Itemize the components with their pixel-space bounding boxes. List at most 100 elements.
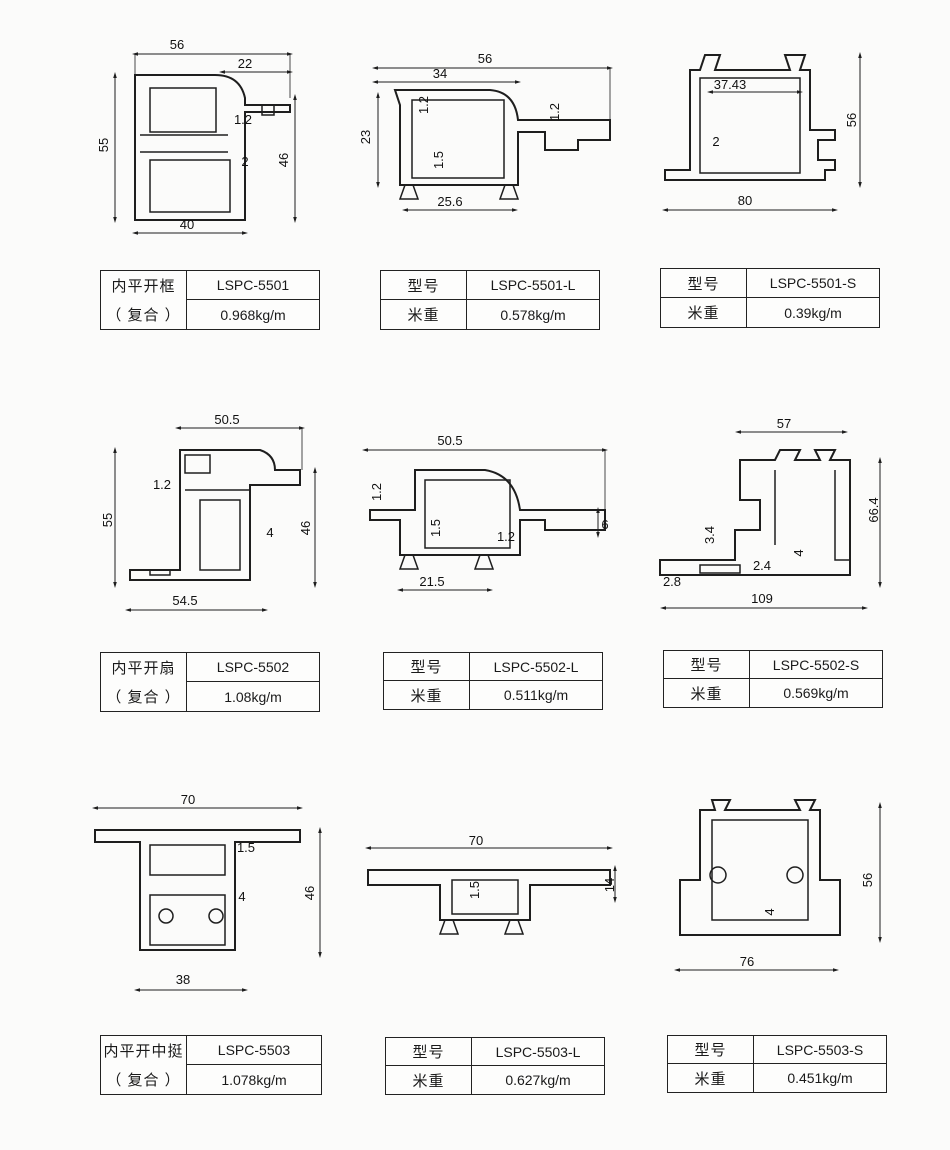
dimension-label: 2.8 <box>663 574 681 589</box>
spec-label-bottom: 米重 <box>668 1064 754 1092</box>
weight-per-meter: 0.627kg/m <box>505 1072 571 1088</box>
dimension-label: 23 <box>358 130 373 144</box>
profile-lspc-5502-s <box>659 430 882 610</box>
dimension-label: 1.2 <box>369 483 384 501</box>
spec-label-top: 型号 <box>381 271 467 300</box>
dimension-label: 70 <box>181 792 195 807</box>
dimension-label: 2 <box>712 134 719 149</box>
dimension-label: 56 <box>170 37 184 52</box>
spec-label-bottom: 米重 <box>661 298 747 327</box>
profile-lspc-5502-l <box>362 448 608 592</box>
profile-lspc-5503-s <box>674 799 882 972</box>
dimension-label: 109 <box>751 591 773 606</box>
dimension-label: 55 <box>100 513 115 527</box>
dimension-label: 56 <box>860 873 875 887</box>
dimension-label: 4 <box>762 908 777 915</box>
dimension-label: 2.4 <box>753 558 771 573</box>
dimension-label: 6 <box>601 517 608 532</box>
dimension-label: 1.5 <box>237 840 255 855</box>
dimension-label: 56 <box>478 51 492 66</box>
dimension-label: 80 <box>738 193 752 208</box>
weight-per-meter: 1.078kg/m <box>221 1071 287 1088</box>
spec-label-top: 内平开框 <box>101 271 187 300</box>
dimension-label: 57 <box>777 416 791 431</box>
dimension-label: 46 <box>298 521 313 535</box>
spec-label-bottom: 米重 <box>381 300 467 329</box>
model-number: LSPC-5501 <box>187 271 319 300</box>
model-number: LSPC-5503-S <box>754 1036 886 1064</box>
weight-per-meter: 0.39kg/m <box>784 304 842 321</box>
spec-label-top: 型号 <box>668 1036 754 1064</box>
dimension-label: 1.2 <box>497 529 515 544</box>
dimension-label: 21.5 <box>419 574 444 589</box>
dimension-label: 76 <box>740 954 754 969</box>
weight-per-meter: 0.569kg/m <box>783 685 849 701</box>
spec-label-bottom: （ 复合 ） <box>101 300 187 329</box>
model-number: LSPC-5501-L <box>467 271 599 300</box>
weight-per-meter: 0.451kg/m <box>787 1070 853 1086</box>
dimension-label: 1.2 <box>153 477 171 492</box>
model-number: LSPC-5502-L <box>470 653 602 681</box>
dimension-label: 37.43 <box>714 77 747 92</box>
model-number: LSPC-5501-S <box>747 269 879 298</box>
weight-per-meter: 0.968kg/m <box>220 306 286 323</box>
weight-per-meter: 1.08kg/m <box>224 688 282 705</box>
dimension-label: 14 <box>602 878 617 892</box>
dimension-label: 22 <box>238 56 252 71</box>
dimension-label: 4 <box>791 549 806 556</box>
spec-label-top: 型号 <box>386 1038 472 1066</box>
profile-lspc-5503-l <box>365 846 617 935</box>
dimension-label: 3.4 <box>702 526 717 544</box>
dimension-label: 50.5 <box>437 433 462 448</box>
model-number: LSPC-5503-L <box>472 1038 604 1066</box>
profile-lspc-5501-l <box>372 66 613 212</box>
spec-label-top: 内平开中挺 <box>101 1036 187 1065</box>
spec-label-bottom: （ 复合 ） <box>101 1065 187 1094</box>
profile-lspc-5502 <box>113 426 317 612</box>
dimension-label: 70 <box>469 833 483 848</box>
profile-lspc-5501-s <box>662 52 862 212</box>
dimension-label: 56 <box>844 113 859 127</box>
spec-label-bottom: （ 复合 ） <box>101 682 187 711</box>
dimension-label: 25.6 <box>437 194 462 209</box>
weight-per-meter: 0.511kg/m <box>503 687 569 703</box>
profile-lspc-5503 <box>92 806 322 992</box>
dimension-label: 1.2 <box>234 112 252 127</box>
dimension-label: 38 <box>176 972 190 987</box>
spec-label-top: 型号 <box>664 651 750 679</box>
spec-label-top: 型号 <box>661 269 747 298</box>
spec-label-top: 型号 <box>384 653 470 681</box>
dimension-label: 4 <box>238 889 245 904</box>
weight-per-meter: 0.578kg/m <box>500 306 566 323</box>
dimension-label: 4 <box>266 525 273 540</box>
profile-lspc-5501 <box>113 52 297 235</box>
dimension-label: 46 <box>276 153 291 167</box>
model-number: LSPC-5502-S <box>750 651 882 679</box>
dimension-label: 46 <box>302 886 317 900</box>
dimension-label: 1.5 <box>467 881 482 899</box>
dimension-label: 1.5 <box>431 151 446 169</box>
dimension-label: 40 <box>180 217 194 232</box>
dimension-label: 54.5 <box>172 593 197 608</box>
dimension-label: 34 <box>433 66 447 81</box>
model-number: LSPC-5503 <box>187 1036 321 1065</box>
dimension-label: 50.5 <box>214 412 239 427</box>
dimension-label: 1.5 <box>428 519 443 537</box>
model-number: LSPC-5502 <box>187 653 319 682</box>
dimension-label: 2 <box>241 154 248 169</box>
dimension-label: 55 <box>96 138 111 152</box>
spec-label-bottom: 米重 <box>664 679 750 707</box>
dimension-label: 1.2 <box>416 96 431 114</box>
dimension-label: 1.2 <box>547 103 562 121</box>
spec-label-bottom: 米重 <box>386 1066 472 1094</box>
